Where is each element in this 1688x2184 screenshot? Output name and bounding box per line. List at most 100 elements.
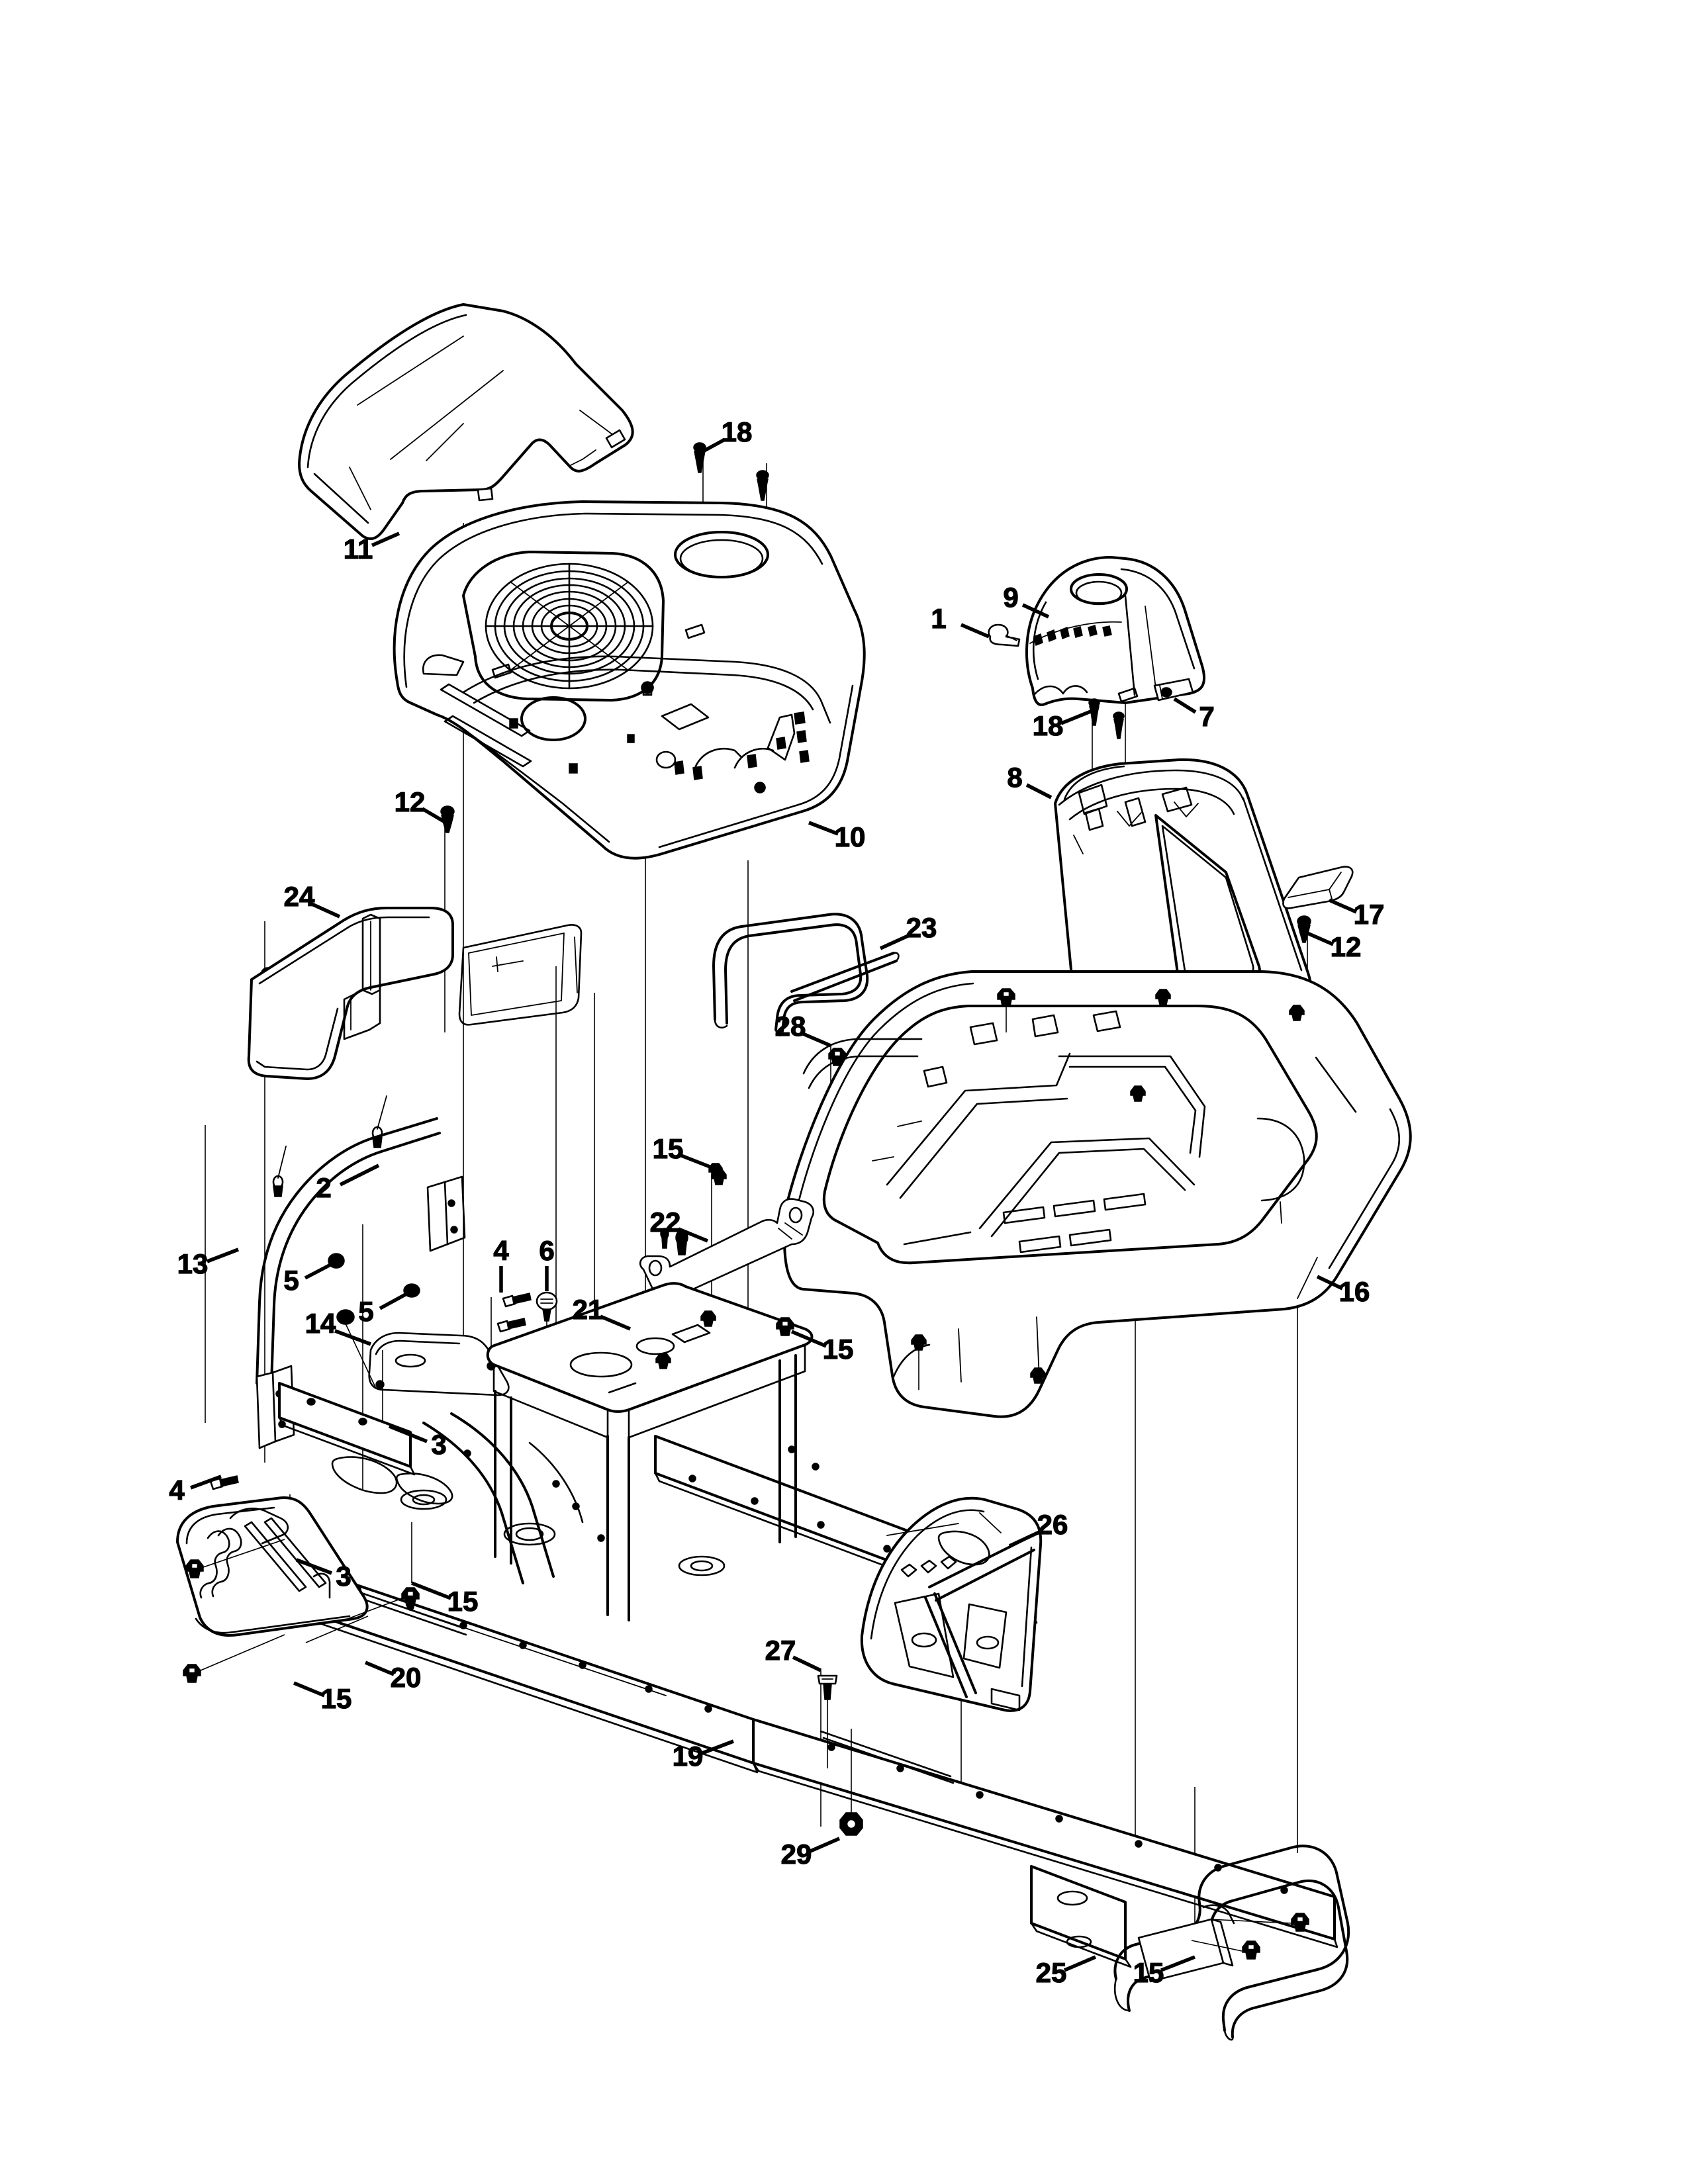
callout-number-3a: 3 bbox=[431, 1429, 446, 1460]
part-steering-cover bbox=[1025, 556, 1206, 706]
callout-number-15d: 15 bbox=[321, 1683, 352, 1714]
callout-leader-26 bbox=[1008, 1529, 1042, 1548]
part-trim-cap bbox=[1282, 866, 1354, 909]
callout-leader-10 bbox=[808, 821, 839, 836]
callout-leader-8 bbox=[1025, 783, 1053, 799]
callout-leader-1 bbox=[960, 623, 990, 639]
callout-number-17: 17 bbox=[1354, 899, 1385, 930]
callout-leader-21 bbox=[599, 1314, 632, 1331]
callout-number-27: 27 bbox=[765, 1635, 796, 1666]
callout-number-3b: 3 bbox=[336, 1561, 351, 1592]
callout-number-1: 1 bbox=[931, 603, 946, 634]
callout-leader-19 bbox=[700, 1739, 734, 1756]
callout-leader-lines bbox=[190, 437, 1358, 1972]
callout-leader-11 bbox=[371, 531, 400, 547]
callout-number-25: 25 bbox=[1036, 1957, 1067, 1988]
callout-number-8: 8 bbox=[1007, 762, 1022, 793]
callout-leader-17 bbox=[1328, 898, 1358, 914]
part-fender-seat-pan bbox=[783, 970, 1412, 1418]
callout-number-10: 10 bbox=[835, 821, 866, 852]
steering-cover-vents bbox=[1029, 621, 1122, 647]
part-push-rivet-hood bbox=[693, 442, 769, 501]
callout-number-18b: 18 bbox=[1033, 710, 1064, 741]
callout-leader-22 bbox=[677, 1227, 709, 1243]
callout-leader-3a bbox=[388, 1424, 428, 1443]
callout-leader-15a bbox=[680, 1154, 713, 1169]
part-seat-handle-bar bbox=[712, 913, 900, 1036]
part-hood-top-cover bbox=[298, 303, 634, 541]
callout-leader-15b bbox=[790, 1330, 827, 1348]
callout-leader-15c bbox=[411, 1581, 451, 1600]
callout-leader-9 bbox=[1021, 603, 1050, 619]
part-locknut-5 bbox=[328, 1253, 420, 1298]
part-flange-nut-fender bbox=[711, 988, 1305, 1390]
part-carriage-bolt-27 bbox=[817, 1674, 838, 1768]
callout-leader-16 bbox=[1316, 1275, 1344, 1291]
hood-control-detail bbox=[655, 711, 810, 780]
callout-number-18a: 18 bbox=[722, 416, 753, 447]
part-rear-bumper-bar bbox=[1113, 1844, 1350, 2041]
part-flange-nut-bumper bbox=[1191, 1913, 1309, 1960]
callout-number-4b: 4 bbox=[169, 1475, 185, 1506]
callout-leader-5a bbox=[304, 1261, 336, 1280]
callout-number-7: 7 bbox=[1199, 701, 1214, 732]
part-battery-tray bbox=[247, 907, 583, 1080]
callout-leader-15e bbox=[1160, 1955, 1196, 1972]
part-support-link bbox=[639, 1163, 814, 1301]
part-rollbar-bolt bbox=[272, 1095, 387, 1197]
callout-number-24: 24 bbox=[284, 881, 315, 912]
callout-number-15b: 15 bbox=[823, 1334, 854, 1365]
callout-number-29: 29 bbox=[781, 1839, 812, 1870]
callout-leader-12b bbox=[1306, 931, 1335, 946]
callout-leader-23 bbox=[879, 933, 911, 950]
callout-number-15c: 15 bbox=[447, 1586, 479, 1617]
callout-number-14: 14 bbox=[305, 1308, 336, 1339]
callout-number-9: 9 bbox=[1003, 582, 1018, 613]
callout-leader-24 bbox=[310, 902, 341, 919]
callout-leader-7 bbox=[1173, 697, 1197, 714]
part-locknut-29 bbox=[839, 1729, 863, 1836]
callout-number-6: 6 bbox=[539, 1235, 554, 1266]
part-hood-main bbox=[393, 500, 866, 860]
callout-leader-20 bbox=[364, 1661, 395, 1676]
callout-number-12b: 12 bbox=[1331, 931, 1362, 962]
callout-leader-28 bbox=[802, 1032, 832, 1048]
part-flange-nut-footrest bbox=[183, 1539, 420, 1683]
part-push-rivet-dash bbox=[1088, 698, 1125, 739]
callout-leader-25 bbox=[1063, 1955, 1097, 1972]
callout-number-19: 19 bbox=[673, 1741, 704, 1772]
callout-number-22: 22 bbox=[650, 1206, 681, 1238]
part-retainer-clip bbox=[1153, 678, 1194, 702]
callout-number-26: 26 bbox=[1037, 1509, 1068, 1540]
callout-number-28: 28 bbox=[775, 1011, 806, 1042]
callout-leader-15d bbox=[293, 1681, 326, 1698]
part-dash-lower-panel bbox=[1054, 758, 1313, 1040]
hood-grille-rings bbox=[485, 563, 654, 690]
callout-leader-18b bbox=[1060, 709, 1094, 725]
callout-number-15a: 15 bbox=[653, 1133, 684, 1164]
callout-number-13: 13 bbox=[177, 1248, 209, 1279]
callout-number-12a: 12 bbox=[395, 786, 426, 817]
callout-number-2: 2 bbox=[316, 1172, 331, 1203]
callout-leader-4b bbox=[190, 1475, 222, 1490]
callout-number-21: 21 bbox=[573, 1294, 604, 1325]
callout-leader-29 bbox=[808, 1837, 841, 1854]
callout-number-11: 11 bbox=[344, 533, 373, 565]
callout-leader-12a bbox=[421, 807, 446, 824]
callout-leader-5b bbox=[379, 1291, 410, 1310]
callout-number-5b: 5 bbox=[358, 1296, 373, 1327]
part-grommet-plug bbox=[988, 623, 1021, 647]
callout-number-5a: 5 bbox=[283, 1265, 299, 1296]
callout-number-layer: 1233445567891011121213141515151515161718… bbox=[169, 416, 1385, 1988]
callout-leader-13 bbox=[207, 1248, 239, 1263]
part-footrest-pad bbox=[176, 1496, 369, 1637]
callout-leader-27 bbox=[792, 1655, 822, 1672]
callout-number-15e: 15 bbox=[1133, 1957, 1164, 1988]
part-flange-nut-frame bbox=[655, 1310, 794, 1369]
part-seat-support-bracket bbox=[860, 1496, 1043, 1712]
callout-leader-2 bbox=[339, 1163, 380, 1187]
callout-leader-3b bbox=[296, 1558, 332, 1575]
callout-number-4a: 4 bbox=[493, 1235, 509, 1266]
